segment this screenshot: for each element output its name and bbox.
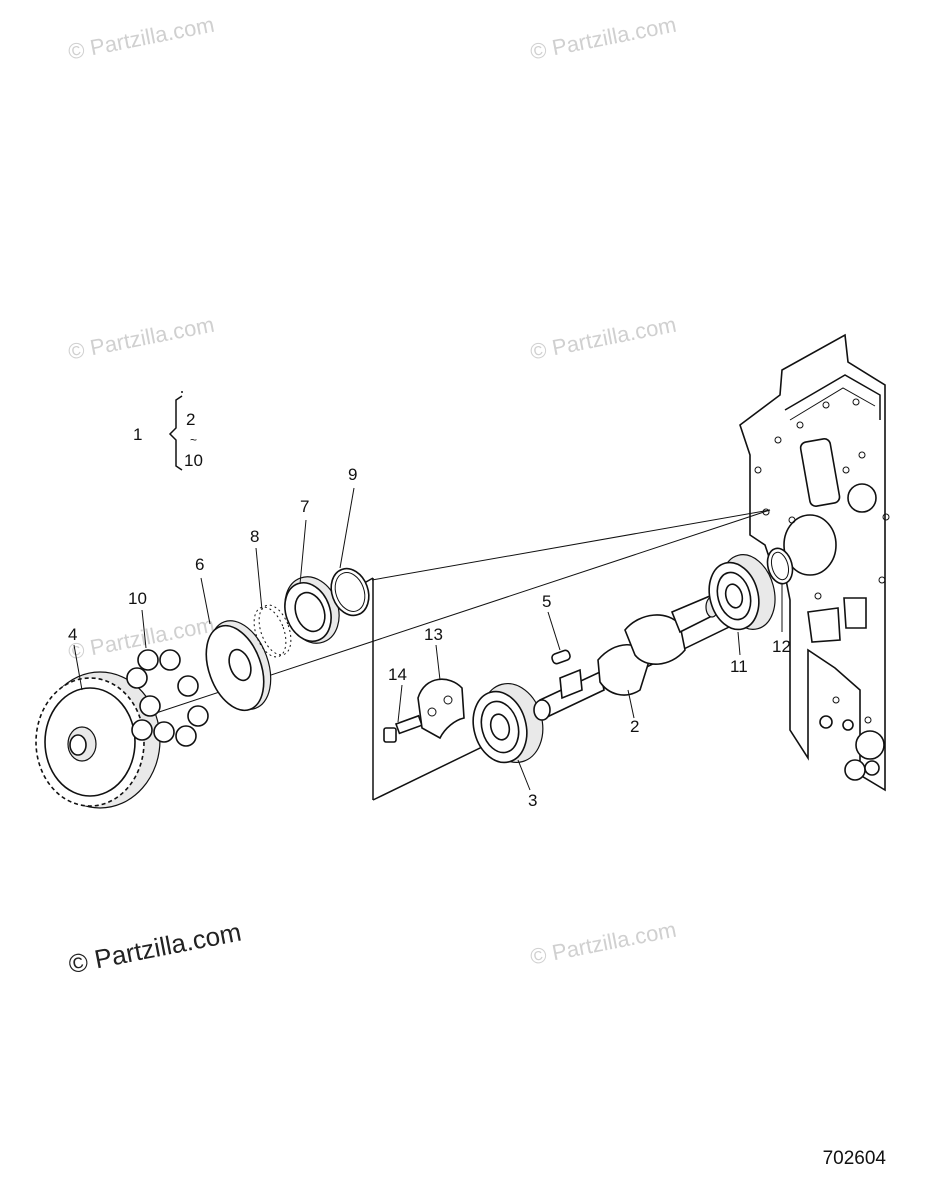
callout-4[interactable]: 4 xyxy=(68,625,77,644)
callout-1[interactable]: 1 xyxy=(133,425,142,444)
snap-ring-part-12[interactable] xyxy=(764,546,796,587)
callout-10[interactable]: 10 xyxy=(128,589,147,608)
washer-part-6[interactable] xyxy=(196,612,283,718)
retainer-part-13[interactable] xyxy=(417,678,465,740)
callout-13[interactable]: 13 xyxy=(424,625,443,644)
gear-part-4[interactable] xyxy=(35,671,161,809)
callout-12[interactable]: 12 xyxy=(772,637,791,656)
callout-2-range: 2 xyxy=(186,410,195,429)
callout-6[interactable]: 6 xyxy=(195,555,204,574)
diagram-reference-number: 702604 xyxy=(822,1148,886,1169)
bearing-part-11[interactable] xyxy=(702,549,783,636)
bearing-part-3[interactable] xyxy=(466,677,552,770)
key-part-5[interactable] xyxy=(551,649,571,665)
balls-part-10[interactable] xyxy=(126,649,209,747)
engine-block xyxy=(739,333,890,792)
range-tilde: ~ xyxy=(190,433,197,447)
leader-lines xyxy=(73,487,783,791)
assembly-bracket: 1 2 ~ 10 xyxy=(133,391,203,471)
bolt-part-14[interactable] xyxy=(383,714,423,743)
callout-7[interactable]: 7 xyxy=(300,497,309,516)
ball-ring-part-8[interactable] xyxy=(248,601,297,661)
snap-ring-part-9[interactable] xyxy=(325,563,375,620)
callout-8[interactable]: 8 xyxy=(250,527,259,546)
callout-2[interactable]: 2 xyxy=(630,717,639,736)
race-part-7[interactable] xyxy=(276,569,348,651)
callout-5[interactable]: 5 xyxy=(542,592,551,611)
callout-9[interactable]: 9 xyxy=(348,465,357,484)
callout-10-range: 10 xyxy=(184,451,203,470)
callout-3[interactable]: 3 xyxy=(528,791,537,810)
callout-14[interactable]: 14 xyxy=(388,665,407,684)
callout-11[interactable]: 11 xyxy=(730,657,748,676)
